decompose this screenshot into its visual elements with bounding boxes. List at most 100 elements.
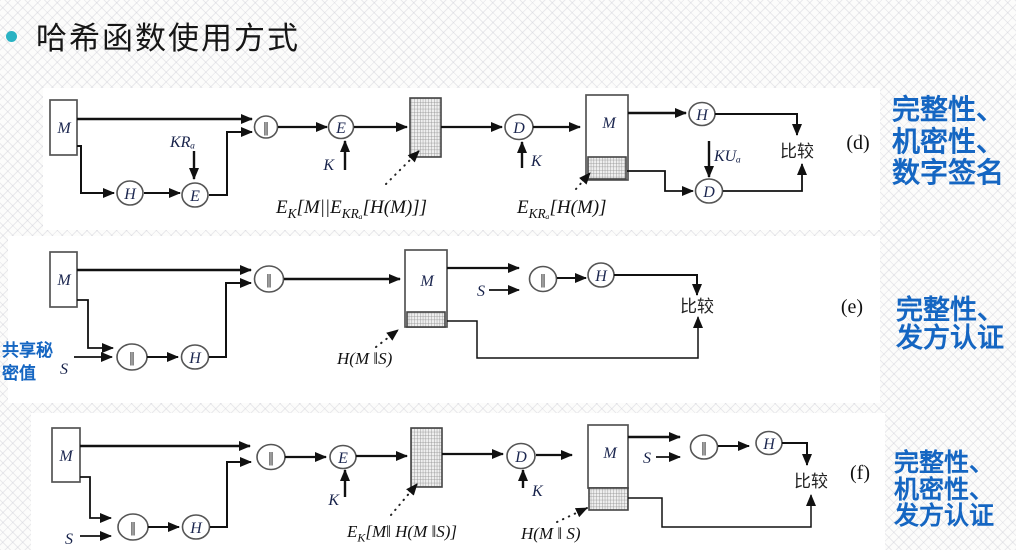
caption-e: 完整性、 发方认证 <box>896 296 1004 352</box>
d-key-enc-label: K <box>322 157 335 174</box>
f-concat3-label: ‖ <box>701 441 708 456</box>
e-concat2-label: ‖ <box>129 351 136 366</box>
e-hash-node-1 <box>180 344 210 370</box>
shared-secret-label: 共享秘 密值 <box>2 339 53 385</box>
d-concat-node <box>253 115 279 139</box>
f-f1-tail: [M‖ H(M ‖S)] <box>365 522 458 541</box>
e-hash2-label: H <box>594 268 608 285</box>
f-key-dec-label: K <box>531 483 544 500</box>
d-formula-cipher: EK[M||EKRₐ[H(M)]] <box>276 197 427 222</box>
f-decrypt-node <box>506 442 536 470</box>
d-concat-label: ‖ <box>263 121 270 136</box>
e-concat-node-3 <box>528 265 558 293</box>
d-encrypt1-label: E <box>189 188 200 205</box>
e-figure-label: (e) <box>841 296 863 318</box>
e-hash1-label: H <box>188 350 202 367</box>
d-encrypt-node-1 <box>181 182 209 208</box>
f-concat1-label: ‖ <box>268 451 275 466</box>
d-decrypt-node-2 <box>694 178 724 204</box>
e-arrow-m-to-concat2 <box>77 299 114 353</box>
f-arrow-m-to-concat2 <box>80 476 112 523</box>
d-f2-e: E <box>517 197 529 218</box>
e-message-box-source <box>49 251 78 308</box>
f-message-label: M <box>58 448 74 465</box>
d-formula-signature: EKRₐ[H(M)] <box>517 197 607 222</box>
bullet-icon <box>6 31 17 42</box>
d-message-box-source <box>49 99 78 156</box>
f-received-hash-block <box>588 487 629 511</box>
f-hash1-label: H <box>189 520 203 537</box>
d-hash2-label: H <box>695 107 709 124</box>
e-formula-hash: H(M ‖S) <box>337 349 393 368</box>
shared-secret-line1: 共享秘 <box>2 341 53 360</box>
d-public-key-label: KUₐ <box>713 148 741 165</box>
d-received-message-label: M <box>601 115 617 132</box>
diagram-e: M S ‖ H ‖ M S ‖ H 比较 (e) <box>49 249 863 378</box>
e-secret-s-label: S <box>60 361 68 378</box>
page-title: 哈希函数使用方式 <box>36 21 300 56</box>
e-received-message-label: M <box>419 273 435 290</box>
e-received-hash-block <box>406 311 446 328</box>
f-received-message-box <box>587 424 629 489</box>
f-hash2-label: H <box>762 436 776 453</box>
caption-d: 完整性、 机密性、 数字签名 <box>892 94 1004 189</box>
f-concat-node-3 <box>689 434 719 460</box>
d-arrow-m-to-hash <box>77 145 115 198</box>
d-f2-tail: [H(M)] <box>549 197 607 218</box>
figure-panel-d <box>43 88 880 230</box>
caption-f: 完整性、 机密性、 发方认证 <box>894 450 994 530</box>
f-f1-e: E <box>347 522 358 541</box>
caption-e-line2: 发方认证 <box>896 323 1004 353</box>
f-leader-hash <box>556 507 588 523</box>
d-arrow-h2-to-compare <box>715 113 802 136</box>
f-arrow-h2-to-compare <box>782 442 812 466</box>
caption-d-line3: 数字签名 <box>892 157 1005 188</box>
d-encrypt2-label: E <box>335 120 346 137</box>
d-key-dec-label: K <box>530 153 543 170</box>
d-hash-node-1 <box>116 180 144 206</box>
shared-secret-line2: 密值 <box>2 364 36 383</box>
f-compare-label: 比较 <box>794 472 828 491</box>
f-figure-label: (f) <box>850 462 870 484</box>
f-f1-k: K <box>357 530 366 545</box>
d-message-label: M <box>56 120 72 137</box>
e-message-label: M <box>56 272 72 289</box>
d-f1-e: E <box>276 197 288 218</box>
caption-f-line3: 发方认证 <box>894 502 995 530</box>
f-secret-s-rx-label: S <box>643 450 651 467</box>
e-return-to-compare <box>447 316 703 359</box>
e-compare-label: 比较 <box>680 297 714 316</box>
d-compare-label: 比较 <box>780 142 814 161</box>
d-received-signature-block <box>587 156 627 180</box>
f-decrypt-label: D <box>514 449 527 466</box>
d-figure-label: (d) <box>846 132 869 154</box>
f-ciphertext-block <box>410 427 443 488</box>
d-f2-kra: KRₐ <box>528 205 550 221</box>
caption-f-line2: 机密性、 <box>894 475 995 504</box>
e-concat1-label: ‖ <box>266 273 273 288</box>
caption-e-line1: 完整性、 <box>896 295 1004 325</box>
e-leader-hash <box>375 329 399 348</box>
e-concat-node-1 <box>253 265 285 293</box>
d-leader-cipher <box>385 150 420 185</box>
e-arrow-h2-to-compare <box>614 274 702 296</box>
d-ciphertext-block <box>409 97 442 158</box>
d-arrow-sig-to-d2 <box>627 170 694 196</box>
caption-f-line1: 完整性、 <box>894 449 995 477</box>
d-arrow-sig-to-concat <box>209 127 253 196</box>
f-secret-s-label: S <box>65 531 73 548</box>
caption-d-line1: 完整性、 <box>892 94 1005 125</box>
d-hash1-label: H <box>123 186 137 203</box>
f-return-to-compare <box>628 494 816 528</box>
e-arrow-h-to-concat <box>209 278 252 358</box>
d-decrypt2-label: D <box>702 184 715 201</box>
d-arrow-d2-to-compare <box>723 163 807 192</box>
f-leader-cipher <box>390 483 418 516</box>
f-encrypt-label: E <box>337 450 348 467</box>
diagram-f: M S ‖ H ‖ E K D K M S ‖ <box>51 424 870 548</box>
f-arrow-h-to-concat <box>210 457 252 528</box>
f-received-message-label: M <box>602 445 618 462</box>
f-key-enc-label: K <box>327 492 340 509</box>
f-formula-hash: H(M ‖ S) <box>521 524 581 543</box>
